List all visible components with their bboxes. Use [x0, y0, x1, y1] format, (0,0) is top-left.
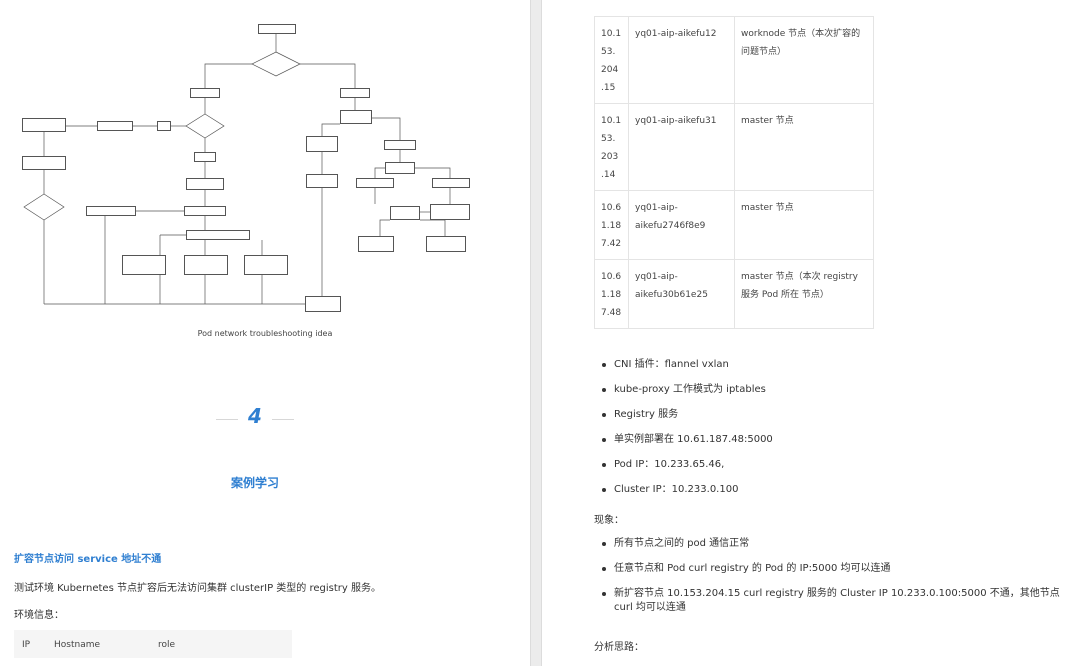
flowchart-node	[157, 121, 171, 131]
left-page: Pod network troubleshooting idea 4 案例学习 …	[0, 0, 530, 666]
host-ip-line: 10.1	[601, 29, 622, 39]
host-role-line: master 节点	[741, 116, 794, 126]
list-item: Cluster IP：10.233.0.100	[600, 483, 773, 508]
host-ip-line: 7.48	[601, 308, 622, 318]
flowchart-node	[97, 121, 133, 131]
flowchart-node	[340, 110, 372, 124]
section-rule-left	[216, 419, 238, 420]
host-ip-line: .14	[601, 170, 616, 180]
host-ip: 10.6 1.18 7.48	[594, 259, 629, 329]
flowchart-node	[86, 206, 136, 216]
case-heading: 扩容节点访问 service 地址不通	[14, 554, 162, 565]
list-item: Pod IP：10.233.65.46,	[600, 458, 773, 483]
host-ip: 10.6 1.18 7.42	[594, 190, 629, 260]
flowchart-node	[306, 174, 338, 188]
host-name: yq01-aip-aikefu30b61e25	[628, 259, 735, 329]
section-title: 案例学习	[230, 476, 279, 490]
host-ip-line: 10.6	[601, 203, 622, 213]
flowchart-node	[186, 178, 224, 190]
case-intro: 测试环境 Kubernetes 节点扩容后无法访问集群 clusterIP 类型…	[14, 583, 381, 594]
host-row: 10.6 1.18 7.42 yq01-aip-aikefu2746f8e9 maste…	[594, 190, 874, 260]
flowchart-connectors	[23, 34, 451, 305]
flowchart-node	[194, 152, 216, 162]
list-item: 任意节点和 Pod curl registry 的 Pod 的 IP:5000 …	[600, 562, 1070, 587]
host-role-line: master 节点（本次 registry	[741, 272, 858, 282]
host-role: master 节点	[734, 103, 874, 191]
host-ip-line: 1.18	[601, 290, 622, 300]
flowchart-node	[358, 236, 394, 252]
host-ip-line: .15	[601, 83, 616, 93]
flowchart-node	[186, 230, 250, 240]
env-table-header: IP Hostname role	[14, 630, 292, 658]
phenomenon-list: 所有节点之间的 pod 通信正常任意节点和 Pod curl registry …	[600, 537, 1070, 627]
section-number: 4	[248, 404, 262, 428]
flowchart-node	[430, 204, 470, 220]
host-ip-line: 203	[601, 152, 619, 162]
flowchart-node	[340, 88, 370, 98]
host-ip: 10.1 53. 203 .14	[594, 103, 629, 191]
flowchart-node	[244, 255, 288, 275]
flowchart-node	[22, 118, 66, 132]
host-ip-line: 7.42	[601, 239, 622, 249]
header-ip: IP	[22, 640, 31, 650]
figure-caption: Pod network troubleshooting idea	[197, 329, 333, 338]
list-item: 所有节点之间的 pod 通信正常	[600, 537, 1070, 562]
env-label: 环境信息：	[14, 610, 64, 621]
phenomenon-label: 现象：	[594, 515, 624, 526]
flowchart-node	[258, 24, 296, 34]
header-role: role	[158, 640, 176, 650]
host-ip-line: 10.6	[601, 272, 622, 282]
header-hostname: Hostname	[54, 640, 101, 650]
flowchart-node	[426, 236, 466, 252]
host-role: master 节点（本次 registry 服务 Pod 所在 节点）	[734, 259, 874, 329]
flowchart-node	[184, 255, 228, 275]
section-rule-right	[272, 419, 294, 420]
flowchart-node	[190, 88, 220, 98]
host-ip-line: 53.	[601, 47, 616, 57]
host-role: master 节点	[734, 190, 874, 260]
host-ip-line: 10.1	[601, 116, 622, 126]
host-ip-line: 1.18	[601, 221, 622, 231]
list-item: CNI 插件：flannel vxlan	[600, 358, 773, 383]
flowchart-node	[356, 178, 394, 188]
list-item: kube-proxy 工作模式为 iptables	[600, 383, 773, 408]
host-role-line: worknode 节点（本次扩容的	[741, 29, 861, 39]
pod-network-flowchart	[0, 0, 530, 322]
flowchart-node	[122, 255, 166, 275]
flowchart-node	[22, 156, 66, 170]
flowchart-node	[305, 296, 341, 312]
list-item: 新扩容节点 10.153.204.15 curl registry 服务的 Cl…	[600, 587, 1070, 627]
host-name: yq01-aip-aikefu12	[628, 16, 735, 104]
flowchart-node	[385, 162, 415, 174]
list-item: Registry 服务	[600, 408, 773, 433]
flowchart-node	[184, 206, 226, 216]
flowchart-node	[432, 178, 470, 188]
analysis-label: 分析思路：	[594, 642, 644, 653]
host-role-line: 问题节点）	[741, 47, 787, 57]
host-role: worknode 节点（本次扩容的问题节点）	[734, 16, 874, 104]
list-item: 单实例部署在 10.61.187.48:5000	[600, 433, 773, 458]
flowchart-node	[390, 206, 420, 220]
host-name: yq01-aip-aikefu31	[628, 103, 735, 191]
page-gutter	[530, 0, 542, 666]
host-role-line: 服务 Pod 所在 节点）	[741, 290, 829, 300]
host-ip-line: 53.	[601, 134, 616, 144]
host-row: 10.1 53. 203 .14 yq01-aip-aikefu31 master 节点	[594, 103, 874, 191]
host-name: yq01-aip-aikefu2746f8e9	[628, 190, 735, 260]
host-ip: 10.1 53. 204 .15	[594, 16, 629, 104]
flowchart-node	[384, 140, 416, 150]
host-ip-line: 204	[601, 65, 619, 75]
flowchart-node	[306, 136, 338, 152]
host-role-line: master 节点	[741, 203, 794, 213]
